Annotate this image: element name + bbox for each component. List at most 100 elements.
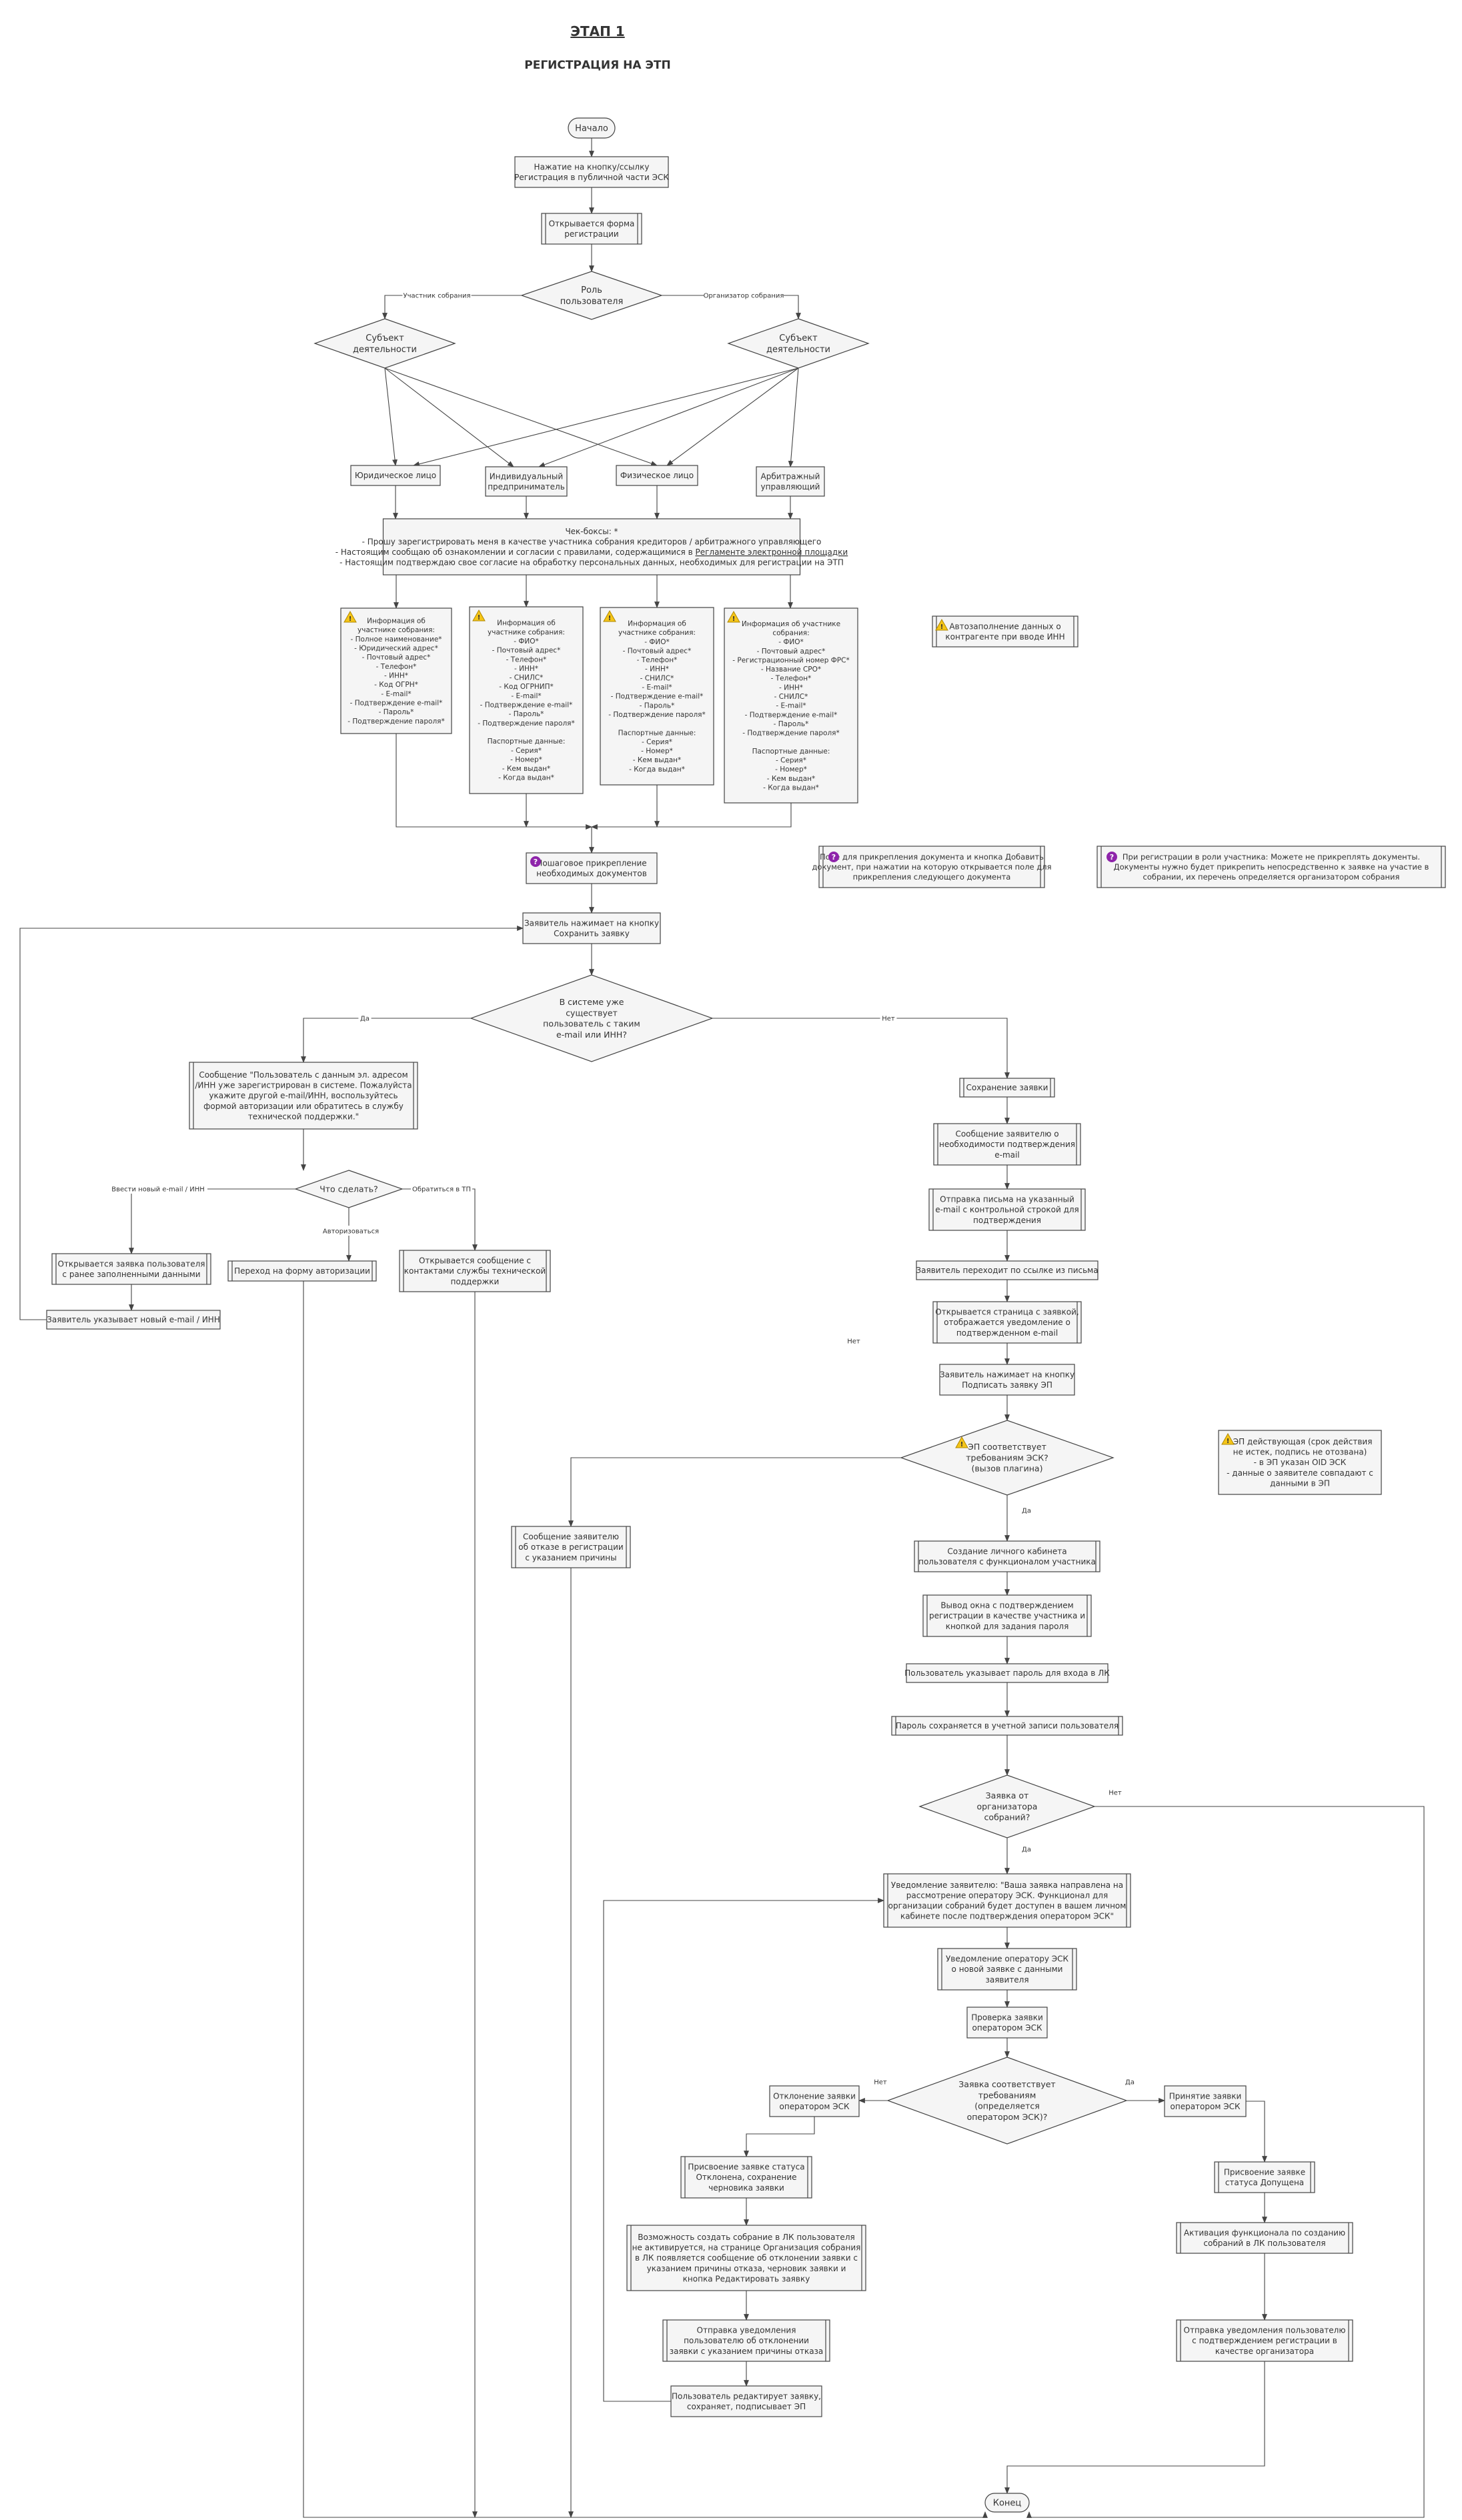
edge-5 bbox=[384, 367, 398, 466]
node-end: Конец bbox=[984, 2493, 1030, 2513]
node-edit-app: Пользователь редактирует заявку,сохраняе… bbox=[670, 2385, 822, 2417]
edge-62 bbox=[1026, 1806, 1425, 2518]
label-to-auth: Переход на форму авторизации bbox=[234, 1266, 370, 1276]
edge-label-bg-0 bbox=[402, 290, 472, 300]
svg-text:!: ! bbox=[960, 1441, 964, 1448]
node-what-to-do: Что сделать? bbox=[294, 1170, 404, 1208]
node-to-auth: Переход на форму авторизации bbox=[227, 1260, 377, 1282]
node-notify-applicant: Уведомление заявителю: "Ваша заявка напр… bbox=[883, 1873, 1131, 1928]
node-password-saved: Пароль сохраняется в учетной записи поль… bbox=[891, 1716, 1123, 1736]
edge-label-bg-4 bbox=[109, 1184, 207, 1194]
edge-34 bbox=[19, 926, 524, 1320]
edge-label-bg-9 bbox=[1107, 1787, 1124, 1797]
svg-text:!: ! bbox=[1227, 1438, 1230, 1445]
node-no-create: Возможность создать собрание в ЛК пользо… bbox=[626, 2225, 866, 2291]
connectors bbox=[19, 138, 1425, 2518]
edge-11 bbox=[413, 367, 799, 467]
label-edit-app: Пользователь редактирует заявку,сохраняе… bbox=[672, 2391, 821, 2411]
edge-label-bg-11 bbox=[872, 2077, 889, 2087]
edge-label-participant: Участник собрания bbox=[403, 293, 470, 300]
edge-label-yes: Да bbox=[1125, 2079, 1135, 2087]
edge-54 bbox=[1246, 2101, 1267, 2163]
label-password-saved: Пароль сохраняется в учетной записи поль… bbox=[896, 1721, 1119, 1730]
edge-6 bbox=[384, 367, 514, 467]
edge-60 bbox=[603, 1898, 884, 2402]
edge-63 bbox=[303, 1281, 988, 2518]
svg-text:?: ? bbox=[534, 858, 538, 866]
edge-label-bg-6 bbox=[411, 1184, 472, 1194]
node-set-password: Пользователь указывает пароль для входа … bbox=[904, 1663, 1110, 1683]
edge-8 bbox=[788, 367, 799, 467]
svg-text:!: ! bbox=[349, 615, 352, 623]
node-follow-link: Заявитель переходит по ссылке из письма bbox=[916, 1260, 1099, 1280]
label-notify-applicant: Уведомление заявителю: "Ваша заявка напр… bbox=[888, 1880, 1127, 1921]
edge-label-support-opt: Обратиться в ТП bbox=[412, 1186, 471, 1194]
node-note-attach-role: При регистрации в роли участника: Можете… bbox=[1096, 846, 1446, 888]
node-checkboxes: Чек-боксы: *- Прошу зарегистрировать мен… bbox=[335, 518, 848, 575]
edge-23 bbox=[591, 803, 792, 830]
edge-10 bbox=[538, 367, 799, 467]
edge-label-yes: Да bbox=[1022, 1846, 1031, 1854]
edge-label-bg-10 bbox=[1020, 1844, 1033, 1854]
edge-label-no: Нет bbox=[1109, 1790, 1122, 1797]
node-individual: Физическое лицо bbox=[616, 465, 698, 486]
edge-28 bbox=[712, 1018, 1010, 1079]
edge-3 bbox=[382, 295, 522, 319]
node-note-attach-field: Поле для прикрепления документа и кнопка… bbox=[812, 846, 1052, 888]
edge-label-bg-1 bbox=[704, 290, 784, 300]
node-new-email: Заявитель указывает новый e-mail / ИНН bbox=[46, 1310, 221, 1330]
edge-27 bbox=[301, 1018, 471, 1063]
